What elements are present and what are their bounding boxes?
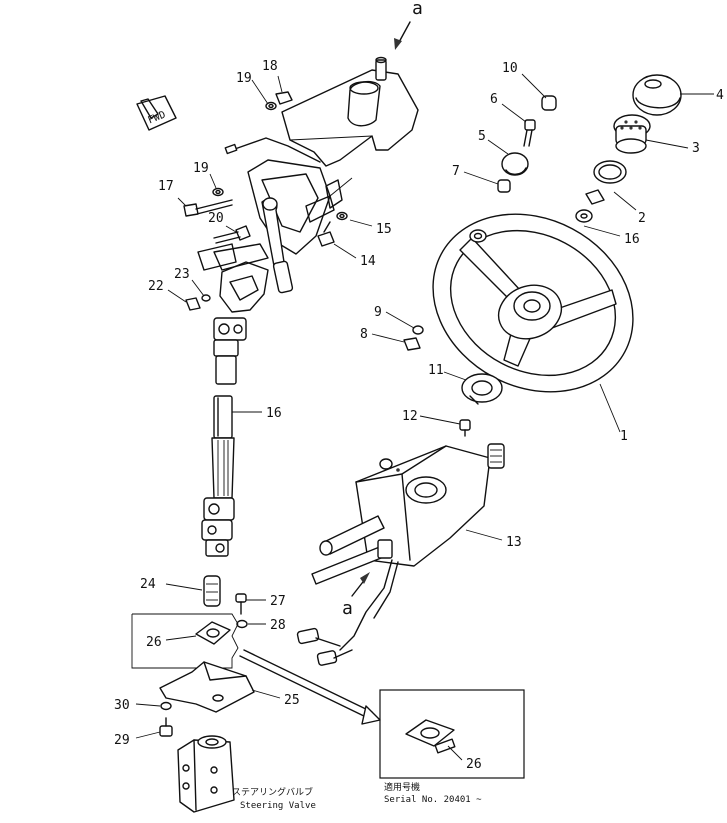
callout-24: 24 (140, 577, 156, 592)
intermediate-shaft (211, 395, 235, 499)
view-arrow-a-top: a (394, 0, 423, 50)
inset-label-jp: 適用号機 (384, 781, 420, 793)
column-lower-body (213, 243, 269, 313)
bolt-14 (317, 221, 335, 247)
callout-11: 11 (428, 363, 444, 378)
callout-19-lower: 19 (193, 161, 209, 176)
callout-18: 18 (262, 59, 278, 74)
spinner-knob-5 (501, 152, 529, 176)
steering-valve-label-en: Steering Valve (240, 801, 316, 811)
callout-10: 10 (502, 61, 518, 76)
arrow-a-top-label: a (412, 0, 423, 19)
washer-23 (201, 294, 211, 302)
shift-lever (311, 539, 393, 585)
callout-numbers: 1 2 3 4 5 6 7 8 9 10 11 12 13 14 15 16 1… (114, 59, 724, 772)
nut-18 (275, 91, 293, 105)
inset-box: 適用号機 Serial No. 20401 ~ (379, 689, 525, 805)
upper-column-cover (281, 56, 419, 167)
callout-16-shaft: 16 (266, 406, 282, 421)
nut-washer-16 (575, 189, 605, 223)
washer-9 (412, 325, 424, 335)
callout-15: 15 (376, 222, 392, 237)
callout-17: 17 (158, 179, 174, 194)
steering-valve (177, 735, 235, 813)
callout-19-upper: 19 (236, 71, 252, 86)
leader-lines (135, 73, 714, 761)
horn-cap-4 (632, 74, 682, 116)
callout-4: 4 (716, 88, 724, 103)
bolt-27 (235, 593, 247, 615)
steering-wheel (432, 213, 634, 393)
callout-5: 5 (478, 129, 486, 144)
callout-30: 30 (114, 698, 130, 713)
bracket-25 (159, 661, 255, 713)
universal-joint-upper (213, 317, 247, 385)
callout-25: 25 (284, 693, 300, 708)
inset-serial-text: Serial No. 20401 ~ (384, 795, 482, 805)
callout-27: 27 (270, 594, 286, 609)
washer-19-lower (212, 187, 224, 197)
coupling-24 (203, 575, 221, 607)
washer-15 (336, 211, 348, 221)
steering-valve-label-jp: ステアリングバルブ (232, 786, 313, 798)
callout-26-main: 26 (146, 635, 162, 650)
turn-signal-lever (319, 515, 385, 556)
callout-2: 2 (638, 211, 646, 226)
callout-20: 20 (208, 211, 224, 226)
view-arrow-a-bottom: a (342, 572, 370, 619)
tilt-lever (261, 197, 294, 294)
nut-8 (403, 337, 421, 351)
callout-6: 6 (490, 92, 498, 107)
cancel-cam-11 (461, 373, 503, 405)
knob-cap-10 (541, 95, 557, 111)
callout-14: 14 (360, 254, 376, 269)
horn-contact-3 (613, 114, 651, 154)
fwd-direction-badge: FWD (136, 95, 177, 131)
callout-9: 9 (374, 305, 382, 320)
bolt-29 (159, 717, 173, 737)
callout-1: 1 (620, 429, 628, 444)
washer-30 (160, 701, 172, 711)
reference-arrow-to-inset (239, 649, 381, 725)
switch-wire-harness (296, 559, 399, 666)
callout-22: 22 (148, 279, 164, 294)
ring-2 (593, 160, 627, 184)
universal-joint-lower (201, 497, 235, 557)
callout-3: 3 (692, 141, 700, 156)
wire-harness-upper (224, 137, 321, 163)
callout-13: 13 (506, 535, 522, 550)
washer-28 (236, 619, 248, 629)
plate-26 (195, 621, 231, 645)
callout-26-inset: 26 (466, 757, 482, 772)
callout-8: 8 (360, 327, 368, 342)
callout-7: 7 (452, 164, 460, 179)
plate-26-group-box (131, 613, 239, 669)
callout-28: 28 (270, 618, 286, 633)
nut-22 (185, 297, 201, 311)
arrow-a-bottom-label: a (342, 598, 353, 619)
bolt-20 (197, 225, 251, 271)
bolt-17 (183, 199, 233, 217)
callout-29: 29 (114, 733, 130, 748)
screw-12 (459, 419, 471, 437)
washer-19-upper (265, 101, 277, 111)
callout-23: 23 (174, 267, 190, 282)
knob-base-7 (497, 179, 511, 193)
knob-screw-6 (523, 119, 536, 147)
callout-16-right: 16 (624, 232, 640, 247)
callout-12: 12 (402, 409, 418, 424)
column-housing-13 (355, 443, 505, 567)
